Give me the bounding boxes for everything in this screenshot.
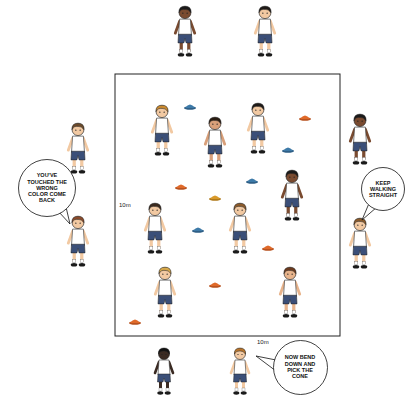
dimension-label: 10m — [118, 202, 132, 209]
child-figure — [248, 103, 267, 153]
children-in-field — [145, 103, 301, 317]
child-figure — [155, 267, 174, 317]
child-figure — [230, 203, 249, 253]
speech-bubble: KEEP WALKING STRAIGHT — [361, 167, 405, 211]
cones — [129, 105, 311, 325]
child-figure — [350, 114, 369, 164]
child-figure — [280, 267, 299, 317]
child-figure — [155, 348, 173, 395]
dimension-label: 10m — [256, 339, 270, 346]
speech-bubble: NOW BEND DOWN AND PICK THE CONE — [273, 340, 328, 395]
child-figure — [175, 6, 194, 56]
bubble-tails — [58, 201, 377, 371]
child-figure — [255, 6, 274, 56]
child-figure — [145, 203, 164, 253]
child-figure — [282, 170, 301, 220]
child-figure — [152, 105, 171, 155]
child-figure — [205, 117, 224, 167]
playing-field — [115, 74, 340, 336]
child-figure — [68, 123, 87, 173]
bubble-text: NOW BEND DOWN AND PICK THE CONE — [279, 354, 321, 379]
child-figure — [350, 218, 369, 268]
child-figure — [68, 216, 87, 266]
bubble-text: YOU'VE TOUCHED THE WRONG COLOR COME BACK — [26, 172, 68, 204]
speech-bubble: YOU'VE TOUCHED THE WRONG COLOR COME BACK — [18, 159, 76, 217]
bubble-text: KEEP WALKING STRAIGHT — [366, 180, 400, 199]
child-figure — [231, 348, 249, 395]
children-outside-field — [68, 6, 369, 395]
